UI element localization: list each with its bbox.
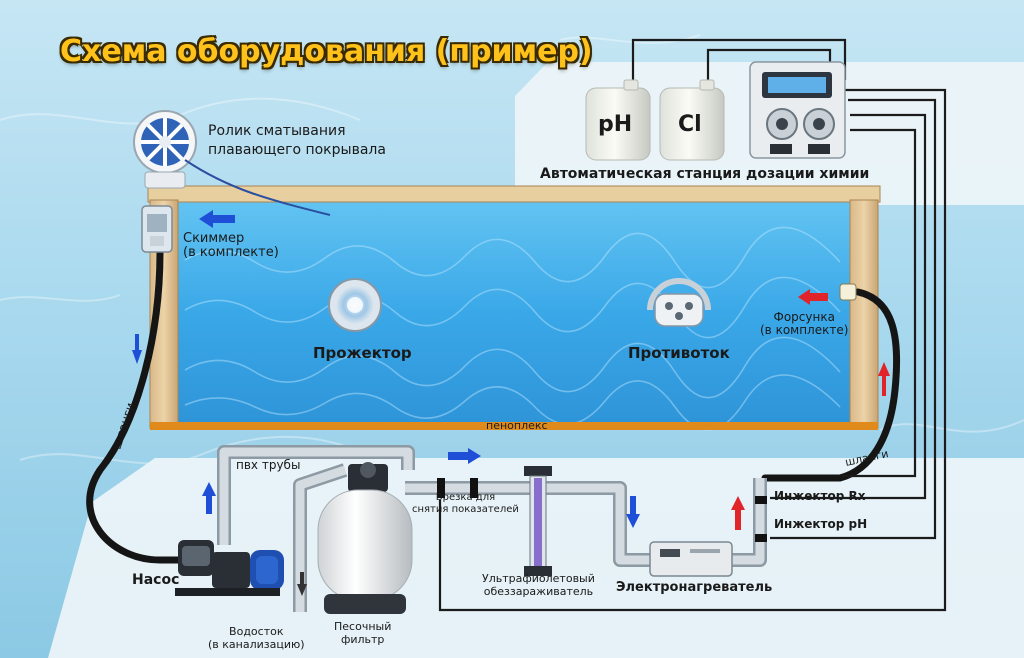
pool-water — [178, 200, 850, 425]
tap-label: Врезка для снятия показателей — [412, 492, 519, 516]
drain-label: Водосток (в канализацию) — [208, 625, 305, 651]
pump-icon — [175, 540, 284, 596]
uv-label-line1: Ультрафиолетовый — [482, 572, 595, 585]
dosing-station-icon — [749, 61, 846, 159]
arrow-right-pipe — [448, 448, 481, 464]
nozzle-icon — [839, 283, 857, 301]
roller-label-line2: плавающего покрывала — [208, 142, 386, 158]
ph-canister-label: pH — [598, 112, 633, 137]
injector-rx-label: Инжектор Rx — [774, 489, 866, 503]
diagram-title: Схема оборудования (пример) — [60, 34, 593, 69]
spotlight-label: Прожектор — [313, 344, 412, 362]
arrow-skimmer-inflow — [199, 210, 235, 228]
arrow-up-red-right — [878, 362, 890, 396]
cl-canister-label: Cl — [678, 112, 702, 137]
flow-arrow-icon — [132, 210, 890, 596]
heater-label: Электронагреватель — [616, 580, 773, 595]
arrow-down-left — [132, 334, 142, 364]
tap-label-line2: снятия показателей — [412, 504, 519, 515]
nozzle-label-line1: Форсунка — [773, 310, 835, 324]
pipe-unions — [437, 478, 767, 542]
roller-label-line1: Ролик сматывания — [208, 123, 346, 139]
heater-icon — [649, 541, 733, 577]
nozzle-label-line2: (в комплекте) — [760, 323, 849, 337]
arrow-up-red — [731, 496, 745, 530]
hoses — [86, 248, 901, 564]
pool-rim — [147, 185, 881, 203]
pvc-pipes — [219, 447, 765, 612]
spotlight-icon — [328, 278, 382, 332]
arrow-up-pipe — [202, 482, 216, 514]
pvc-pipes-label: пвх трубы — [236, 458, 301, 472]
sand-filter-label-line2: фильтр — [340, 633, 385, 646]
dosing-station-label: Автоматическая станция дозации химии — [540, 166, 870, 182]
pool-wall-right — [849, 199, 879, 429]
arrow-down-heater — [626, 496, 640, 528]
arrow-drain — [297, 572, 307, 596]
drain-label-line2: (в канализацию) — [208, 638, 305, 651]
skimmer-label-line2: (в комплекте) — [183, 245, 279, 260]
penoplex-layer — [150, 422, 878, 430]
uv-sterilizer-label: Ультрафиолетовый обеззараживатель — [482, 572, 595, 598]
arrow-nozzle-outflow — [798, 289, 828, 305]
counterflow-icon — [647, 278, 711, 327]
cl-canister-icon — [659, 79, 725, 161]
injector-ph-label: Инжектор pH — [774, 517, 868, 531]
drain-label-line1: Водосток — [229, 625, 284, 638]
cover-roller-icon — [133, 110, 331, 216]
ph-canister-icon — [585, 79, 651, 161]
hose-skimmer-to-pump — [86, 248, 189, 564]
sand-filter-label-line1: Песочный — [334, 620, 392, 633]
sand-filter-label: Песочный фильтр — [334, 620, 391, 646]
penoplex-label: пеноплекс — [486, 419, 548, 432]
dosing-lines — [438, 38, 947, 612]
sand-filter-icon — [317, 462, 413, 614]
skimmer-label-line1: Скиммер — [183, 231, 245, 246]
pump-label: Насос — [132, 572, 180, 588]
nozzle-label: Форсунка (в комплекте) — [760, 311, 848, 337]
tap-label-line1: Врезка для — [435, 492, 496, 503]
skimmer-label: Скиммер (в комплекте) — [183, 232, 279, 260]
roller-label: Ролик сматывания плавающего покрывала — [208, 122, 386, 160]
uv-sterilizer-icon — [524, 466, 552, 576]
hose-heater-to-nozzle — [761, 288, 901, 482]
counterflow-label: Противоток — [628, 344, 730, 362]
uv-label-line2: обеззараживатель — [483, 585, 594, 598]
skimmer-icon — [141, 205, 173, 253]
